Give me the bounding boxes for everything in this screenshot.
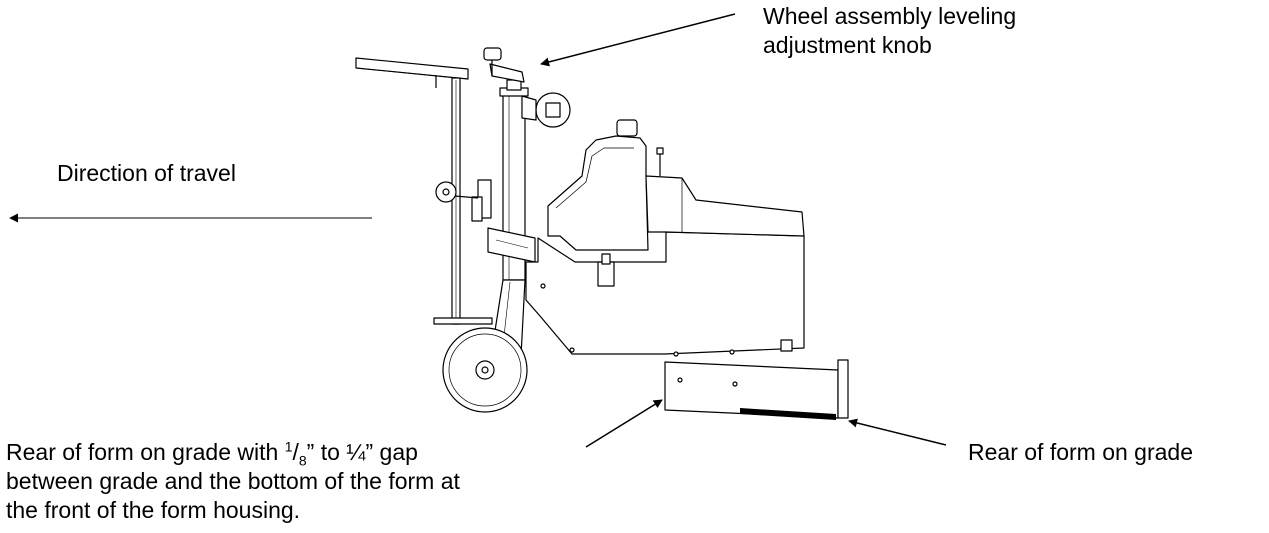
rear-housing	[645, 175, 805, 237]
rear-gap-label: Rear of form on grade with 1/8” to ¼” ga…	[6, 438, 460, 525]
knob-label-line-2: adjustment knob	[763, 32, 932, 58]
fuel-cap	[616, 119, 638, 137]
foot-plate	[433, 317, 493, 325]
rear-gap-arrow	[585, 399, 663, 448]
knob-arrow	[540, 13, 736, 67]
knob-label-line-1: Wheel assembly leveling	[763, 3, 1017, 29]
engine-housing	[547, 135, 649, 251]
rear-grade-label: Rear of form on grade	[968, 439, 1194, 465]
side-frame	[525, 231, 805, 355]
direction-of-travel-label: Direction of travel	[57, 160, 236, 186]
rear-gap-label-line-3: the front of the form housing.	[6, 497, 301, 523]
handle-bar	[355, 57, 469, 80]
rear-gap-suffix: ” to ¼” gap	[306, 439, 418, 465]
rear-gap-label-line-2: between grade and the bottom of the form…	[6, 468, 460, 494]
rear-gap-label-line-1: Rear of form on grade with 1/8” to ¼” ga…	[6, 438, 460, 469]
machine-illustration	[355, 47, 849, 420]
leveling-adjustment-knob[interactable]	[483, 47, 502, 61]
fraction-numerator: 1	[284, 438, 293, 455]
fraction-denominator: 8	[298, 452, 307, 469]
knob-label: Wheel assembly leveling adjustment knob	[763, 2, 1016, 60]
fraction-slash: /	[292, 439, 299, 465]
rear-grade-arrow	[848, 418, 947, 446]
rear-gap-prefix: Rear of form on grade with	[6, 439, 285, 465]
